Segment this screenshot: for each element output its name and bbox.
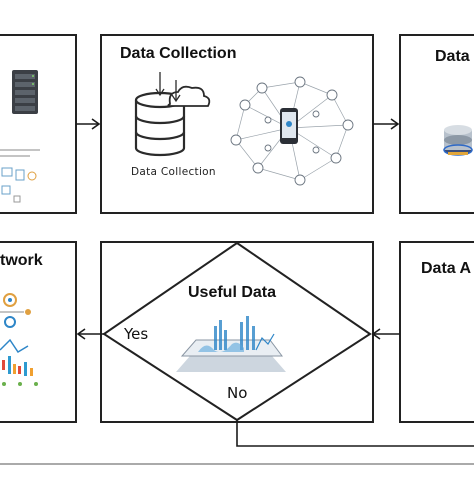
node-title-top-right: Data bbox=[435, 48, 470, 65]
arrow-collection-to-next bbox=[373, 118, 400, 130]
node-title-data-collection: Data Collection bbox=[120, 45, 237, 62]
server-rack-icon bbox=[12, 70, 38, 114]
decision-yes-label: Yes bbox=[124, 325, 149, 343]
arrow-analysis-to-decision bbox=[371, 328, 400, 340]
decision-title: Useful Data bbox=[188, 284, 277, 301]
arrow-server-to-collection bbox=[76, 118, 101, 130]
no-return-line bbox=[236, 420, 474, 447]
node-caption-data-collection: Data Collection bbox=[131, 166, 216, 178]
box-data-analysis bbox=[399, 241, 474, 423]
tablet-charts-icon bbox=[176, 316, 286, 372]
database-stack-icon bbox=[443, 125, 473, 156]
box-top-right bbox=[399, 34, 474, 214]
node-title-network: twork bbox=[0, 252, 43, 269]
analytics-infographic-icon bbox=[0, 293, 38, 386]
box-server bbox=[0, 34, 77, 214]
iot-network-icon bbox=[230, 76, 354, 186]
database-cloud-icon bbox=[134, 72, 211, 157]
arrow-decision-to-network bbox=[76, 328, 104, 340]
decision-no-label: No bbox=[227, 384, 248, 402]
devices-icon bbox=[0, 149, 40, 203]
box-network bbox=[0, 241, 77, 423]
node-title-data-analysis: Data A bbox=[421, 260, 472, 277]
